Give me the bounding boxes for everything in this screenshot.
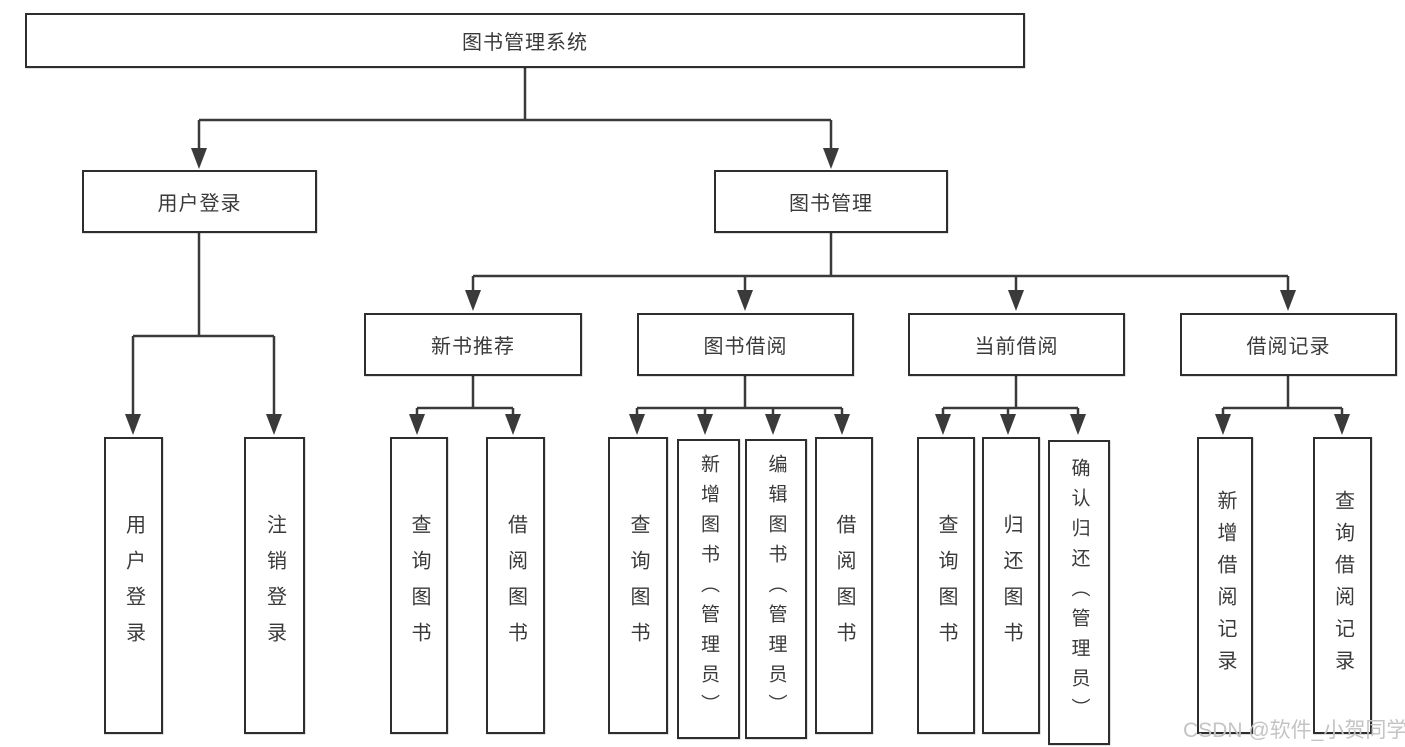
node-label: 归还图书 xyxy=(1000,513,1022,658)
node-label: 查询借阅记录 xyxy=(1331,489,1354,682)
leaf-add-borrow-record: 新增借阅记录 xyxy=(1197,437,1253,734)
arrowheads xyxy=(125,148,1350,435)
connector-current-group xyxy=(941,376,1080,416)
node-label: 查询图书 xyxy=(627,513,649,658)
connector-recommend-group xyxy=(415,376,515,416)
arrow-down-icon xyxy=(629,414,645,435)
arrow-down-icon xyxy=(1280,290,1296,311)
leaf-edit-books-admin: 编辑图书（管理员） xyxy=(745,439,807,739)
node-book-management: 图书管理 xyxy=(714,170,948,233)
leaf-return-books: 归还图书 xyxy=(982,437,1040,734)
node-user-login: 用户登录 xyxy=(82,170,317,233)
connector-paths xyxy=(131,68,1344,416)
leaf-borrow-books: 借阅图书 xyxy=(815,437,873,734)
node-borrowing-records: 借阅记录 xyxy=(1180,313,1397,376)
connector-book-mgmt-to-level3 xyxy=(471,233,1290,292)
arrow-down-icon xyxy=(191,148,207,169)
leaf-confirm-return-admin: 确认归还（管理员） xyxy=(1048,440,1110,745)
arrow-down-icon xyxy=(1008,290,1024,311)
leaf-query-borrow-record: 查询借阅记录 xyxy=(1313,437,1372,734)
node-label: 新书推荐 xyxy=(431,336,515,358)
leaf-query-books-recommend: 查询图书 xyxy=(390,437,448,734)
arrow-down-icon xyxy=(266,414,282,435)
arrow-down-icon xyxy=(737,290,753,311)
arrow-down-icon xyxy=(409,414,425,435)
arrow-down-icon xyxy=(505,414,521,435)
node-label: 新增借阅记录 xyxy=(1214,489,1236,682)
leaf-query-books-current: 查询图书 xyxy=(917,437,975,734)
node-new-book-recommend: 新书推荐 xyxy=(364,313,582,376)
arrow-down-icon xyxy=(465,290,481,311)
node-label: 编辑图书（管理员） xyxy=(765,454,787,724)
connector-user-login-group xyxy=(131,233,276,416)
arrow-down-icon xyxy=(1070,414,1086,435)
connector-records-group xyxy=(1221,376,1344,416)
node-label: 用户登录 xyxy=(122,513,145,658)
node-label: 查询图书 xyxy=(935,513,957,658)
arrow-down-icon xyxy=(765,414,781,435)
node-book-borrowing: 图书借阅 xyxy=(637,313,854,376)
node-current-borrowing: 当前借阅 xyxy=(908,313,1125,376)
node-library-management-system: 图书管理系统 xyxy=(25,13,1025,68)
node-label: 查询图书 xyxy=(408,513,430,658)
node-label: 借阅记录 xyxy=(1246,336,1331,358)
arrow-down-icon xyxy=(125,414,141,435)
arrow-down-icon xyxy=(935,414,951,435)
arrow-down-icon xyxy=(1334,414,1350,435)
node-label: 图书借阅 xyxy=(703,336,788,358)
node-label: 确认归还（管理员） xyxy=(1068,457,1090,728)
node-label: 新增图书（管理员） xyxy=(698,454,719,724)
leaf-query-books-borrow: 查询图书 xyxy=(608,437,668,734)
node-label: 借阅图书 xyxy=(504,513,527,658)
connector-borrow-group xyxy=(635,376,844,416)
arrow-down-icon xyxy=(1000,414,1016,435)
node-label: 借阅图书 xyxy=(833,513,855,658)
leaf-borrow-books-recommend: 借阅图书 xyxy=(486,437,545,734)
watermark: CSDN @软件_小贺同学 xyxy=(1183,719,1405,742)
leaf-add-books-admin: 新增图书（管理员） xyxy=(677,439,740,739)
node-label: 图书管理 xyxy=(789,193,873,215)
node-label: 图书管理系统 xyxy=(462,32,588,54)
arrow-down-icon xyxy=(834,414,850,435)
node-label: 用户登录 xyxy=(157,193,242,215)
leaf-user-login: 用户登录 xyxy=(104,437,163,734)
connector-root-to-level2 xyxy=(197,68,833,150)
node-label: 注销登录 xyxy=(263,513,286,658)
leaf-logout: 注销登录 xyxy=(244,437,305,734)
arrow-down-icon xyxy=(697,414,713,435)
node-label: 当前借阅 xyxy=(974,336,1059,358)
arrow-down-icon xyxy=(823,148,839,169)
arrow-down-icon xyxy=(1215,414,1231,435)
